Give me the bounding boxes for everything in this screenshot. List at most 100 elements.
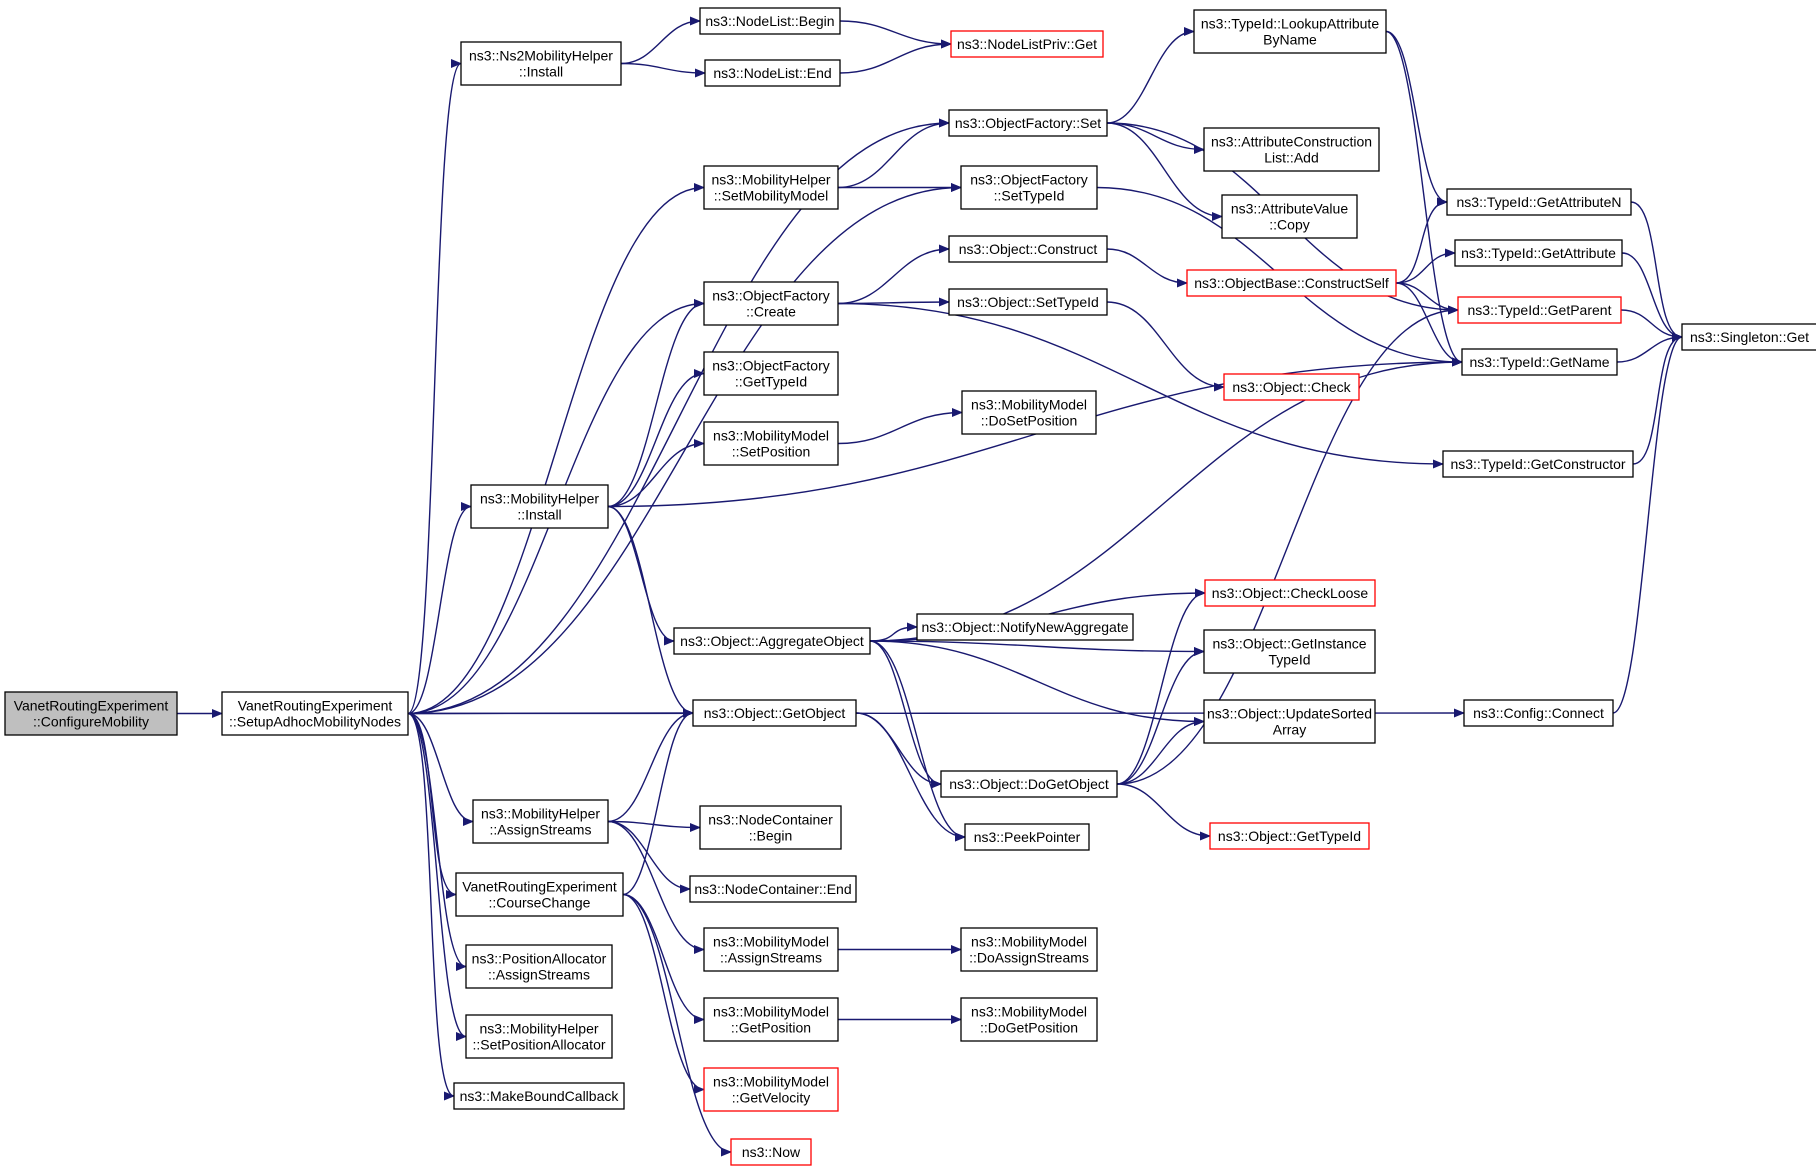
- node-box: [960, 165, 1098, 210]
- function-node[interactable]: ns3::Object::DoGetObject: [940, 770, 1118, 798]
- node-label-line: ns3::Object::AggregateObject: [680, 633, 864, 649]
- node-box: [465, 1014, 613, 1059]
- function-node[interactable]: ns3::Object::CheckLoose: [1204, 579, 1376, 607]
- node-box: [1442, 450, 1634, 478]
- node-label-line: ::DoGetPosition: [980, 1020, 1078, 1036]
- call-edge-n26-to-n28: [607, 505, 675, 646]
- function-node[interactable]: ns3::MobilityModel::DoSetPosition: [961, 390, 1097, 435]
- node-label-line: ns3::ObjectFactory: [712, 288, 830, 304]
- node-label-line: ns3::PeekPointer: [974, 829, 1081, 845]
- node-box: [699, 7, 841, 35]
- call-edge-n15-to-n20: [1395, 282, 1463, 367]
- function-node[interactable]: ns3::ObjectFactory::SetTypeId: [960, 165, 1098, 210]
- function-node[interactable]: ns3::Ns2MobilityHelper::Install: [460, 41, 622, 86]
- call-edge-n23-to-n24: [837, 408, 963, 445]
- function-node[interactable]: ns3::ObjectFactory::Create: [703, 281, 839, 326]
- function-node[interactable]: ns3::ObjectFactory::GetTypeId: [703, 351, 839, 396]
- function-node[interactable]: ns3::Config::Connect: [1463, 699, 1614, 727]
- function-node[interactable]: ns3::TypeId::GetAttributeN: [1446, 188, 1632, 216]
- node-label-line: ns3::ObjectBase::ConstructSelf: [1194, 275, 1389, 291]
- call-edge-n1-to-n46: [407, 712, 467, 1041]
- function-node[interactable]: VanetRoutingExperiment::SetupAdhocMobili…: [221, 691, 409, 736]
- node-label-line: Array: [1273, 722, 1306, 738]
- function-node[interactable]: ns3::MobilityModel::DoAssignStreams: [960, 927, 1098, 972]
- node-label-line: ns3::AttributeValue: [1231, 201, 1348, 217]
- function-node[interactable]: ns3::Object::AggregateObject: [673, 627, 871, 655]
- function-node[interactable]: ns3::MobilityHelper::SetPositionAllocato…: [465, 1014, 613, 1059]
- node-box: [1203, 699, 1376, 744]
- function-node[interactable]: ns3::Singleton::Get: [1681, 323, 1816, 351]
- call-edge-n7-to-n12: [1385, 30, 1448, 207]
- call-edge-n31-to-n34: [855, 712, 942, 789]
- function-node[interactable]: ns3::Object::GetTypeId: [1209, 822, 1370, 850]
- function-node[interactable]: ns3::Object::Check: [1223, 373, 1360, 401]
- call-edge-n28-to-n37: [869, 640, 966, 842]
- node-label-line: ::GetPosition: [731, 1020, 811, 1036]
- function-node[interactable]: ns3::AttributeValue::Copy: [1221, 194, 1358, 239]
- function-node[interactable]: ns3::TypeId::GetName: [1461, 348, 1618, 376]
- function-node[interactable]: ns3::Object::NotifyNewAggregate: [916, 613, 1134, 641]
- node-box: [940, 770, 1118, 798]
- function-node[interactable]: ns3::TypeId::GetAttribute: [1454, 239, 1623, 267]
- function-node[interactable]: ns3::MobilityModel::GetVelocity: [703, 1067, 839, 1112]
- function-node[interactable]: ns3::PeekPointer: [964, 823, 1090, 851]
- function-node[interactable]: ns3::Object::GetObject: [692, 699, 857, 727]
- node-box: [703, 421, 839, 466]
- function-node[interactable]: VanetRoutingExperiment::CourseChange: [455, 872, 624, 917]
- call-edge-n10-to-n6: [837, 118, 950, 189]
- node-box: [1186, 269, 1397, 297]
- function-node[interactable]: ns3::NodeContainer::Begin: [699, 805, 842, 850]
- node-box: [1446, 188, 1632, 216]
- function-node[interactable]: ns3::Object::Construct: [948, 235, 1108, 263]
- call-edge-n7-to-n20: [1385, 30, 1463, 367]
- node-box: [472, 799, 609, 844]
- node-box: [948, 288, 1108, 316]
- node-box: [455, 872, 624, 917]
- node-label-line: ::SetupAdhocMobilityNodes: [229, 714, 401, 730]
- function-node[interactable]: ns3::NodeContainer::End: [689, 875, 857, 903]
- function-node[interactable]: ns3::MobilityModel::DoGetPosition: [960, 997, 1098, 1042]
- node-box: [1204, 579, 1376, 607]
- node-box: [950, 30, 1104, 58]
- node-box: [916, 613, 1134, 641]
- function-node[interactable]: ns3::MakeBoundCallback: [453, 1082, 625, 1110]
- call-edge-n18-to-n19: [1620, 309, 1683, 342]
- function-node[interactable]: ns3::NodeListPriv::Get: [950, 30, 1104, 58]
- node-label-line: ns3::MobilityModel: [713, 934, 829, 950]
- node-box: [1209, 822, 1370, 850]
- node-box: [1223, 373, 1360, 401]
- node-label-line: ::Create: [746, 304, 796, 320]
- node-label-line: ::Begin: [749, 828, 793, 844]
- function-node[interactable]: ns3::TypeId::GetParent: [1457, 296, 1622, 324]
- node-label-line: ns3::TypeId::GetName: [1469, 354, 1609, 370]
- function-node[interactable]: ns3::PositionAllocator::AssignStreams: [465, 944, 613, 989]
- function-node[interactable]: ns3::Object::SetTypeId: [948, 288, 1108, 316]
- node-label-line: ns3::MobilityModel: [713, 428, 829, 444]
- function-node[interactable]: ns3::MobilityModel::SetPosition: [703, 421, 839, 466]
- node-label-line: ns3::Config::Connect: [1473, 705, 1604, 721]
- call-edge-n28-to-n32: [869, 640, 1205, 726]
- function-node[interactable]: ns3::MobilityHelper::SetMobilityModel: [703, 165, 839, 210]
- node-box: [221, 691, 409, 736]
- function-node[interactable]: ns3::ObjectFactory::Set: [948, 109, 1108, 137]
- function-node[interactable]: ns3::MobilityHelper::Install: [470, 484, 609, 529]
- node-label-line: ns3::Object::GetTypeId: [1218, 828, 1361, 844]
- node-label-line: ns3::NodeList::Begin: [705, 13, 834, 29]
- node-label-line: ns3::MobilityModel: [713, 1074, 829, 1090]
- function-node[interactable]: ns3::ObjectBase::ConstructSelf: [1186, 269, 1397, 297]
- function-node[interactable]: ns3::NodeList::Begin: [699, 7, 841, 35]
- call-edge-n6-to-n8: [1106, 122, 1205, 154]
- function-node[interactable]: ns3::MobilityModel::GetPosition: [703, 997, 839, 1042]
- function-node[interactable]: ns3::TypeId::GetConstructor: [1442, 450, 1634, 478]
- function-node[interactable]: ns3::MobilityHelper::AssignStreams: [472, 799, 609, 844]
- node-label-line: ns3::PositionAllocator: [472, 951, 607, 967]
- node-label-line: List::Add: [1264, 150, 1318, 166]
- function-node[interactable]: ns3::Now: [730, 1138, 812, 1166]
- function-node[interactable]: ns3::MobilityModel::AssignStreams: [703, 927, 839, 972]
- function-node[interactable]: ns3::NodeList::End: [704, 59, 841, 87]
